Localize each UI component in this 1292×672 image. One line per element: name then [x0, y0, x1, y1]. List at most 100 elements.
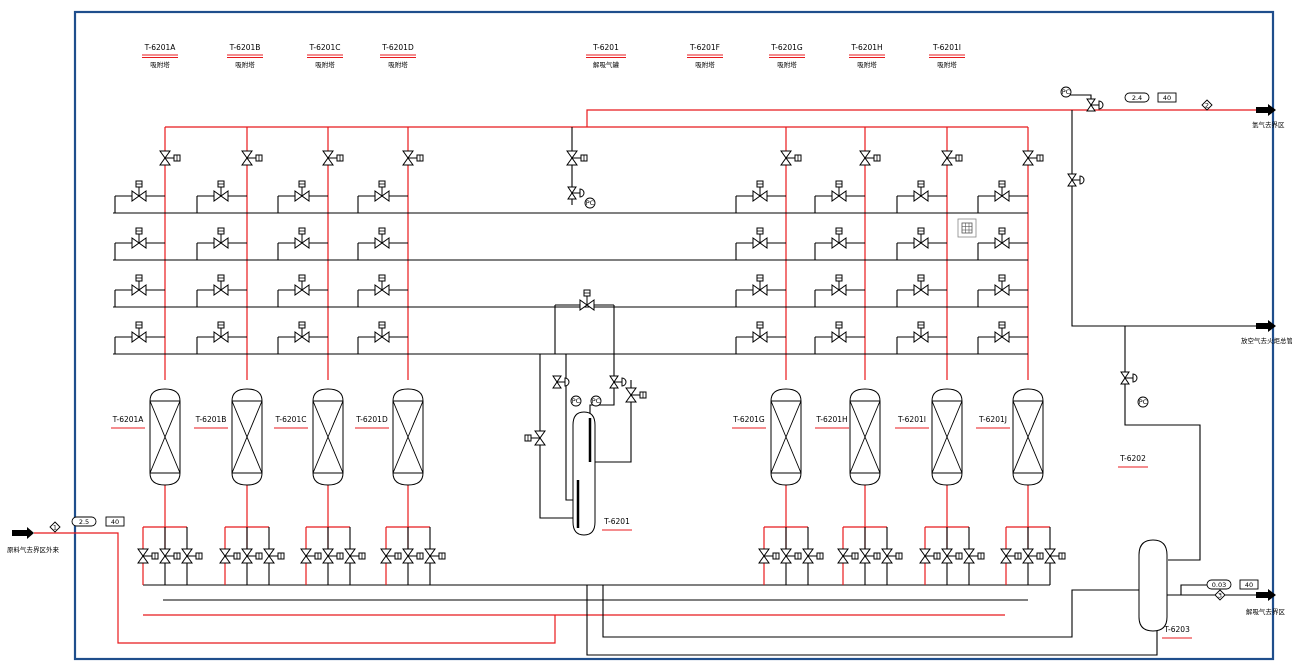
branch-valve[interactable]	[374, 274, 390, 296]
branch-valve[interactable]	[994, 274, 1010, 296]
bottom-valve[interactable]	[859, 548, 881, 564]
adsorber-column[interactable]	[392, 388, 424, 486]
grid-icon[interactable]	[957, 218, 977, 238]
product-control-valve[interactable]	[1086, 98, 1104, 112]
adsorber-column[interactable]	[931, 388, 963, 486]
bottom-valve[interactable]	[300, 548, 322, 564]
bottom-valve[interactable]	[322, 548, 344, 564]
branch-valve[interactable]	[831, 321, 847, 343]
bottom-valve[interactable]	[758, 548, 780, 564]
adsorber-column[interactable]	[849, 388, 881, 486]
bottom-valve[interactable]	[837, 548, 859, 564]
bottom-valve[interactable]	[137, 548, 159, 564]
pressure-controller-icon: PC	[590, 395, 602, 407]
top-label-T-6201B: T-6201B 吸附塔	[227, 43, 263, 69]
bottom-valve[interactable]	[1044, 548, 1066, 564]
branch-valve[interactable]	[913, 227, 929, 249]
pressure-control-valve[interactable]	[567, 186, 585, 200]
branch-valve[interactable]	[752, 321, 768, 343]
branch-valve[interactable]	[294, 321, 310, 343]
top-label-tag: T-6201I	[932, 43, 961, 52]
adsorber-column[interactable]	[149, 388, 181, 486]
branch-valve[interactable]	[752, 180, 768, 202]
branch-valve[interactable]	[213, 180, 229, 202]
branch-valve[interactable]	[374, 321, 390, 343]
product-pressure-box	[1124, 92, 1150, 103]
product-control-loop	[1066, 94, 1092, 110]
adsorber-column[interactable]	[1012, 388, 1044, 486]
bottom-valve[interactable]	[1000, 548, 1022, 564]
branch-valve[interactable]	[752, 274, 768, 296]
column-top-valve[interactable]	[322, 150, 344, 166]
feed-inlet: 原料气去界区外来 1 2.5 40	[7, 516, 125, 554]
column-top-valve[interactable]	[1022, 150, 1044, 166]
product-pressure: 2.4	[1132, 94, 1142, 102]
top-label-desc: 吸附塔	[150, 60, 170, 69]
branch-valve[interactable]	[131, 321, 147, 343]
branch-valve[interactable]	[294, 274, 310, 296]
branch-valve[interactable]	[994, 180, 1010, 202]
bottom-valve[interactable]	[424, 548, 446, 564]
bottom-valve[interactable]	[181, 548, 203, 564]
bottom-valve[interactable]	[941, 548, 963, 564]
top-label-tag: T-6201B	[229, 43, 261, 52]
top-label-desc: 吸附塔	[695, 60, 715, 69]
column-tag: T-6201A	[112, 415, 145, 424]
bottom-valve[interactable]	[380, 548, 402, 564]
feed-label: 原料气去界区外来	[7, 545, 60, 554]
product-outlet-pipe	[586, 109, 1256, 127]
bottom-valve[interactable]	[219, 548, 241, 564]
branch-valve[interactable]	[374, 180, 390, 202]
adsorber-column[interactable]	[770, 388, 802, 486]
branch-valve[interactable]	[831, 274, 847, 296]
branch-valve[interactable]	[374, 227, 390, 249]
bottom-valve[interactable]	[963, 548, 985, 564]
branch-valve[interactable]	[131, 274, 147, 296]
column-top-valve[interactable]	[859, 150, 881, 166]
bottom-valve[interactable]	[344, 548, 366, 564]
column-top-valve[interactable]	[941, 150, 963, 166]
bottom-valve[interactable]	[1022, 548, 1044, 564]
drain-valve[interactable]	[524, 430, 546, 446]
center-control-valve[interactable]	[552, 375, 570, 389]
branch-valve[interactable]	[913, 321, 929, 343]
bottom-valve[interactable]	[159, 548, 181, 564]
branch-valve[interactable]	[294, 180, 310, 202]
vent-label: 放空气去火炬总管	[1241, 336, 1292, 345]
bottom-valve[interactable]	[802, 548, 824, 564]
branch-valve[interactable]	[294, 227, 310, 249]
bottom-valve[interactable]	[919, 548, 941, 564]
branch-valve[interactable]	[752, 227, 768, 249]
bottom-valve[interactable]	[881, 548, 903, 564]
product-outlet: 2.4 40 2 氢气去界区	[1124, 92, 1285, 129]
top-label-tag: T-6201D	[381, 43, 414, 52]
branch-valve[interactable]	[213, 227, 229, 249]
branch-valve[interactable]	[213, 274, 229, 296]
column-top-valve[interactable]	[159, 150, 181, 166]
branch-valve[interactable]	[131, 227, 147, 249]
branch-valve[interactable]	[213, 321, 229, 343]
branch-valve[interactable]	[913, 180, 929, 202]
buffer-control-valve[interactable]	[1120, 371, 1138, 385]
center-top-valve[interactable]	[566, 150, 588, 166]
bottom-valve[interactable]	[263, 548, 285, 564]
bottom-valve[interactable]	[780, 548, 802, 564]
branch-valve[interactable]	[994, 227, 1010, 249]
branch-valve[interactable]	[994, 321, 1010, 343]
column-top-valve[interactable]	[402, 150, 424, 166]
center-control-valve[interactable]	[609, 375, 627, 389]
top-label-T-6201C: T-6201C 吸附塔	[307, 43, 343, 69]
bottom-valve[interactable]	[241, 548, 263, 564]
adsorber-column[interactable]	[312, 388, 344, 486]
branch-valve[interactable]	[131, 180, 147, 202]
bottom-valve[interactable]	[402, 548, 424, 564]
branch-valve[interactable]	[831, 180, 847, 202]
column-top-valve[interactable]	[780, 150, 802, 166]
branch-valve[interactable]	[913, 274, 929, 296]
branch-valve[interactable]	[831, 227, 847, 249]
adsorber-column[interactable]	[231, 388, 263, 486]
vent-control-valve[interactable]	[1067, 173, 1085, 187]
center-side-valve[interactable]	[625, 387, 647, 403]
column-top-valve[interactable]	[241, 150, 263, 166]
